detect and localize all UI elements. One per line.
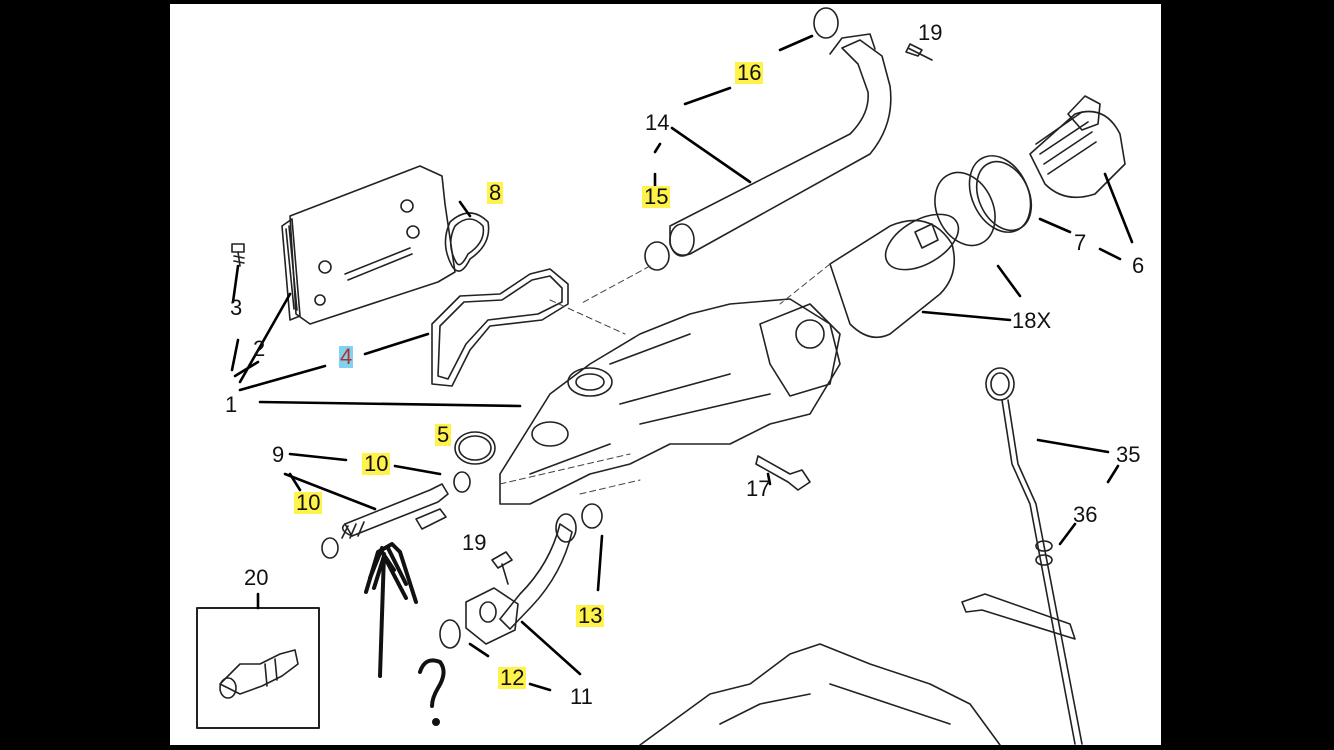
sensor-box — [196, 607, 320, 729]
bolt-3-part — [231, 243, 245, 267]
callout-1: 1 — [225, 392, 238, 417]
filter-cap-part — [1029, 95, 1126, 199]
bolt-19-top-part — [905, 43, 933, 61]
callout-12: 12 — [498, 665, 527, 690]
seal-8-part — [444, 212, 490, 272]
callout-13: 13 — [576, 603, 605, 628]
leader-lines — [230, 34, 1134, 692]
oil-cooler-part — [281, 165, 456, 325]
ring-16-part — [813, 7, 839, 39]
callout-7: 7 — [1074, 230, 1087, 255]
tube-9-part — [321, 471, 471, 559]
callout-10-upper: 10 — [362, 451, 391, 476]
dipstick-part — [961, 367, 1083, 745]
engine-block-part — [639, 643, 1001, 745]
pressure-sensor-part — [219, 649, 299, 699]
filter-element-part — [829, 213, 960, 339]
pipe-14-part — [669, 33, 892, 257]
callout-8: 8 — [487, 180, 504, 205]
parts-diagram — [196, 7, 1134, 745]
handwritten-arrow — [364, 542, 418, 678]
callout-10-lower: 10 — [294, 490, 323, 515]
callout-15: 15 — [642, 184, 671, 209]
filter-rings-part — [934, 155, 1033, 247]
callout-36: 36 — [1073, 502, 1098, 527]
bolt-17-part — [755, 455, 811, 491]
callout-35: 35 — [1116, 442, 1141, 467]
diagram-sheet: 1 2 3 4 5 6 7 8 9 10 10 11 12 13 14 15 1… — [170, 4, 1161, 745]
callout-4: 4 — [339, 344, 354, 369]
filter-housing-part — [499, 298, 841, 505]
callout-19-lower: 19 — [462, 530, 487, 555]
callout-18x: 18X — [1012, 308, 1052, 333]
callout-14: 14 — [645, 110, 670, 135]
bolt-19-lower-part — [491, 551, 513, 585]
callout-2: 2 — [253, 336, 266, 361]
assembly-lines — [499, 263, 831, 495]
tube-11-part — [439, 503, 603, 649]
callout-3: 3 — [230, 295, 243, 320]
callout-16: 16 — [735, 60, 764, 85]
callout-17: 17 — [746, 476, 771, 501]
callout-11: 11 — [570, 684, 593, 709]
callout-20: 20 — [244, 565, 269, 590]
callout-5: 5 — [435, 422, 452, 447]
callout-6: 6 — [1132, 253, 1145, 278]
gasket-4-part — [431, 268, 569, 387]
ring-15-part — [644, 241, 670, 271]
callout-19-top: 19 — [918, 20, 943, 45]
ring-5-part — [454, 431, 496, 465]
callout-9: 9 — [272, 442, 285, 467]
handwritten-question-mark — [418, 658, 446, 726]
